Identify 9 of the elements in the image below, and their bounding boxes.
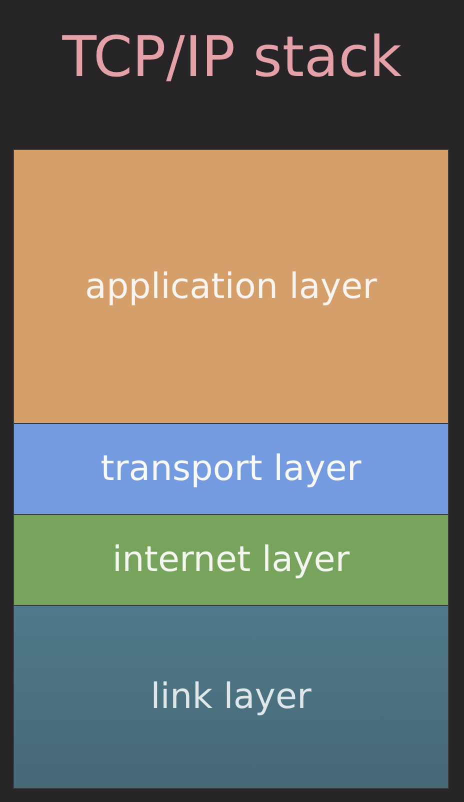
- layer-label: link layer: [150, 676, 312, 719]
- layer-band: [13, 149, 449, 424]
- title: TCP/IP stack: [61, 24, 403, 92]
- layer-label: internet layer: [112, 539, 350, 582]
- layer-band: [13, 605, 449, 789]
- layer-label: transport layer: [100, 448, 362, 491]
- layer-label: application layer: [85, 266, 377, 308]
- layer-band: [13, 423, 449, 515]
- layer-band: [13, 514, 449, 606]
